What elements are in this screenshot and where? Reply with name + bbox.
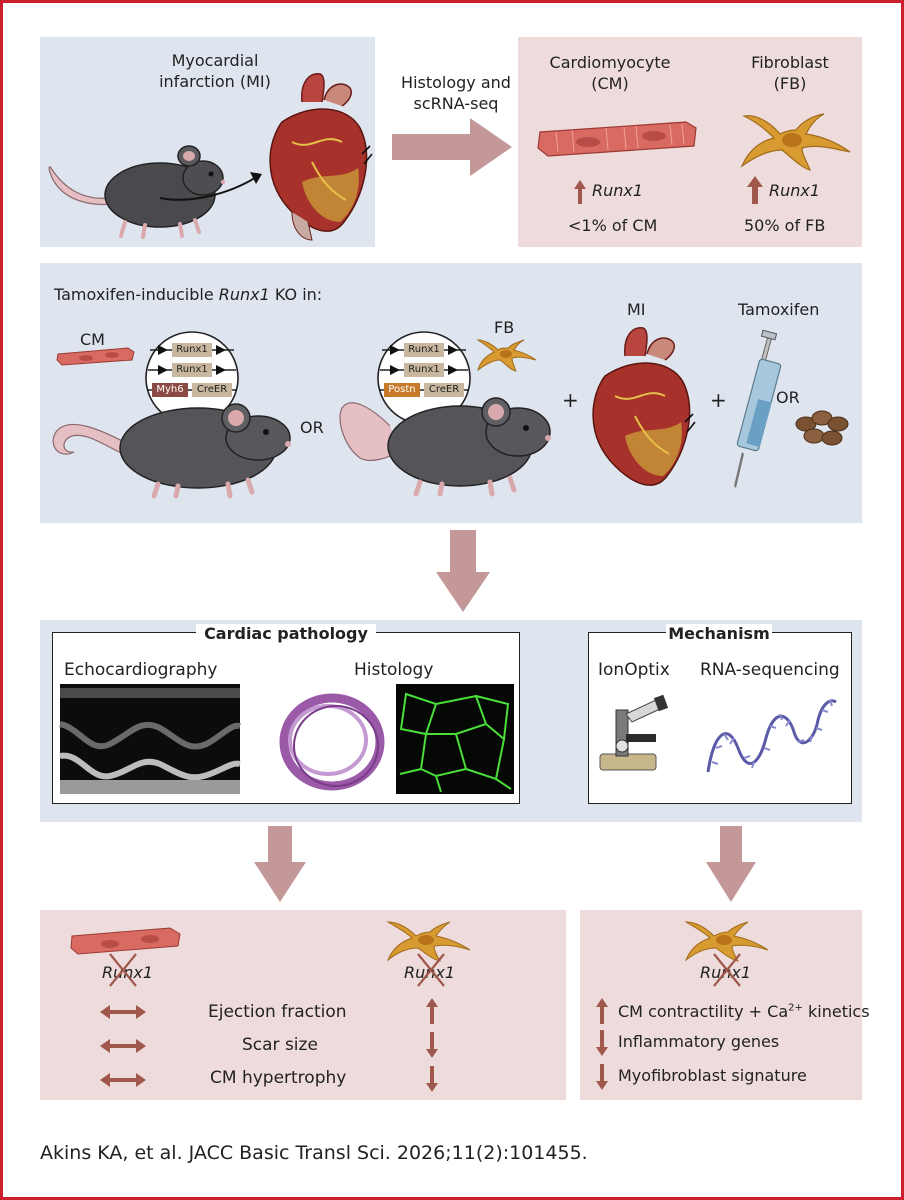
results-right-fb-cell-icon — [684, 921, 769, 962]
ko-heart-illustration — [592, 327, 696, 486]
arrow-label-line2: scRNA-seq — [413, 94, 499, 113]
row2-fb-down-arrow — [426, 1032, 438, 1058]
results-right-knockout-x — [713, 953, 741, 987]
down-arrow-center — [436, 530, 490, 612]
rna-strand-icon — [706, 699, 837, 773]
fb-ko-mouse-illustration — [339, 397, 551, 497]
row3-fb-down-arrow — [426, 1066, 438, 1092]
cm-percent: <1% of CM — [568, 216, 658, 235]
ko-fb-label: FB — [494, 318, 515, 337]
mechanism-title: Mechanism — [666, 624, 772, 643]
ionoptix-label: IonOptix — [598, 660, 670, 680]
results-fb-knockout-x — [417, 953, 445, 987]
right-row1-prefix: CM contractility + Ca — [618, 1002, 789, 1021]
cm-construct-driver: CreER — [196, 384, 228, 395]
ko-plus-1: + — [562, 388, 579, 412]
right-arrow-big — [392, 118, 512, 176]
ko-or-label-2: OR — [776, 388, 800, 407]
knockout-title-suffix: KO in: — [269, 285, 323, 304]
pathology-title: Cardiac pathology — [196, 624, 376, 643]
row1-fb-up-arrow — [426, 998, 438, 1024]
cm-construct-diagram — [145, 331, 239, 425]
row3-cm-no-change-arrow — [100, 1073, 146, 1087]
down-arrow-right — [706, 826, 756, 902]
fb-construct-gene-b: Runx1 — [408, 364, 440, 375]
right-row1-up-arrow — [596, 998, 608, 1024]
fb-percent: 50% of FB — [744, 216, 826, 235]
results-cm-gene: Runx1 — [102, 963, 154, 982]
echocardiography-image — [59, 684, 241, 794]
row1-cm-no-change-arrow — [100, 1005, 146, 1019]
cm-title: Cardiomyocyte (CM) — [530, 52, 690, 94]
right-row1-suffix: kinetics — [802, 1002, 870, 1021]
curved-arrow-to-heart — [159, 172, 262, 201]
results-cm-cell-icon — [70, 927, 181, 955]
right-row1-sup: 2+ — [788, 1002, 803, 1014]
cm-up-arrow — [574, 180, 586, 204]
mi-label: Myocardial infarction (MI) — [140, 50, 290, 92]
histology-label: Histology — [354, 660, 434, 680]
knockout-title-gene: Runx1 — [218, 285, 270, 304]
right-row2-down-arrow — [596, 1030, 608, 1056]
knockout-title-prefix: Tamoxifen-inducible — [54, 285, 219, 304]
row2-cm-no-change-arrow — [100, 1039, 146, 1053]
ko-mi-label: MI — [627, 300, 646, 319]
fb-up-arrow — [747, 176, 763, 204]
cm-construct-gene-a: Runx1 — [176, 344, 208, 355]
results-fb-cell-icon — [386, 921, 471, 962]
row2-label: Scar size — [242, 1035, 318, 1055]
right-row1-label: CM contractility + Ca2+ kinetics — [618, 1002, 870, 1021]
ko-cm-label: CM — [80, 330, 105, 349]
microscope-icon — [599, 694, 669, 771]
mouse-illustration — [48, 145, 226, 239]
fb-title-line1: Fibroblast — [751, 53, 829, 72]
ko-plus-2: + — [710, 388, 727, 412]
ko-tamoxifen-label: Tamoxifen — [738, 300, 820, 319]
histology-fluorescence-image — [396, 684, 514, 794]
ko-cm-cell-icon — [56, 347, 135, 366]
mi-label-line2: infarction (MI) — [159, 72, 271, 91]
cm-gene-label: Runx1 — [592, 181, 644, 200]
fb-gene-label: Runx1 — [769, 181, 821, 200]
down-arrow-left — [254, 826, 306, 902]
fibroblast-cell-icon — [740, 113, 851, 171]
arrow-label-line1: Histology and — [401, 73, 511, 92]
mi-label-line1: Myocardial — [171, 51, 259, 70]
right-row2-label: Inflammatory genes — [618, 1032, 780, 1051]
fb-construct-diagram — [377, 331, 471, 425]
row1-label: Ejection fraction — [208, 1002, 347, 1022]
cm-construct-promoter: Myh6 — [156, 384, 184, 395]
cm-title-line1: Cardiomyocyte — [549, 53, 671, 72]
syringe-icon — [734, 329, 782, 488]
cm-ko-mouse-illustration — [52, 403, 291, 499]
results-cm-knockout-x — [109, 953, 137, 987]
fb-title-line2: (FB) — [773, 74, 807, 93]
citation: Akins KA, et al. JACC Basic Transl Sci. … — [40, 1142, 588, 1164]
row3-label: CM hypertrophy — [210, 1068, 347, 1088]
knockout-title: Tamoxifen-inducible Runx1 KO in: — [54, 285, 322, 304]
right-row3-label: Myofibroblast signature — [618, 1066, 807, 1085]
rnaseq-label: RNA-sequencing — [700, 660, 840, 680]
cardiomyocyte-cell-icon — [537, 121, 697, 157]
fb-construct-promoter: Postn — [388, 384, 416, 395]
fb-construct-gene-a: Runx1 — [408, 344, 440, 355]
right-row3-down-arrow — [596, 1064, 608, 1090]
ko-or-label: OR — [300, 418, 324, 437]
ko-fb-cell-icon — [476, 339, 537, 372]
fb-title: Fibroblast (FB) — [720, 52, 860, 94]
cm-title-line2: (CM) — [591, 74, 629, 93]
echo-label: Echocardiography — [64, 660, 218, 680]
arrow-label: Histology and scRNA-seq — [386, 72, 526, 114]
fb-construct-driver: CreER — [428, 384, 460, 395]
tamoxifen-pellets-icon — [795, 410, 849, 446]
heart-illustration — [269, 73, 373, 241]
histology-section-image — [279, 693, 385, 791]
cm-construct-gene-b: Runx1 — [176, 364, 208, 375]
